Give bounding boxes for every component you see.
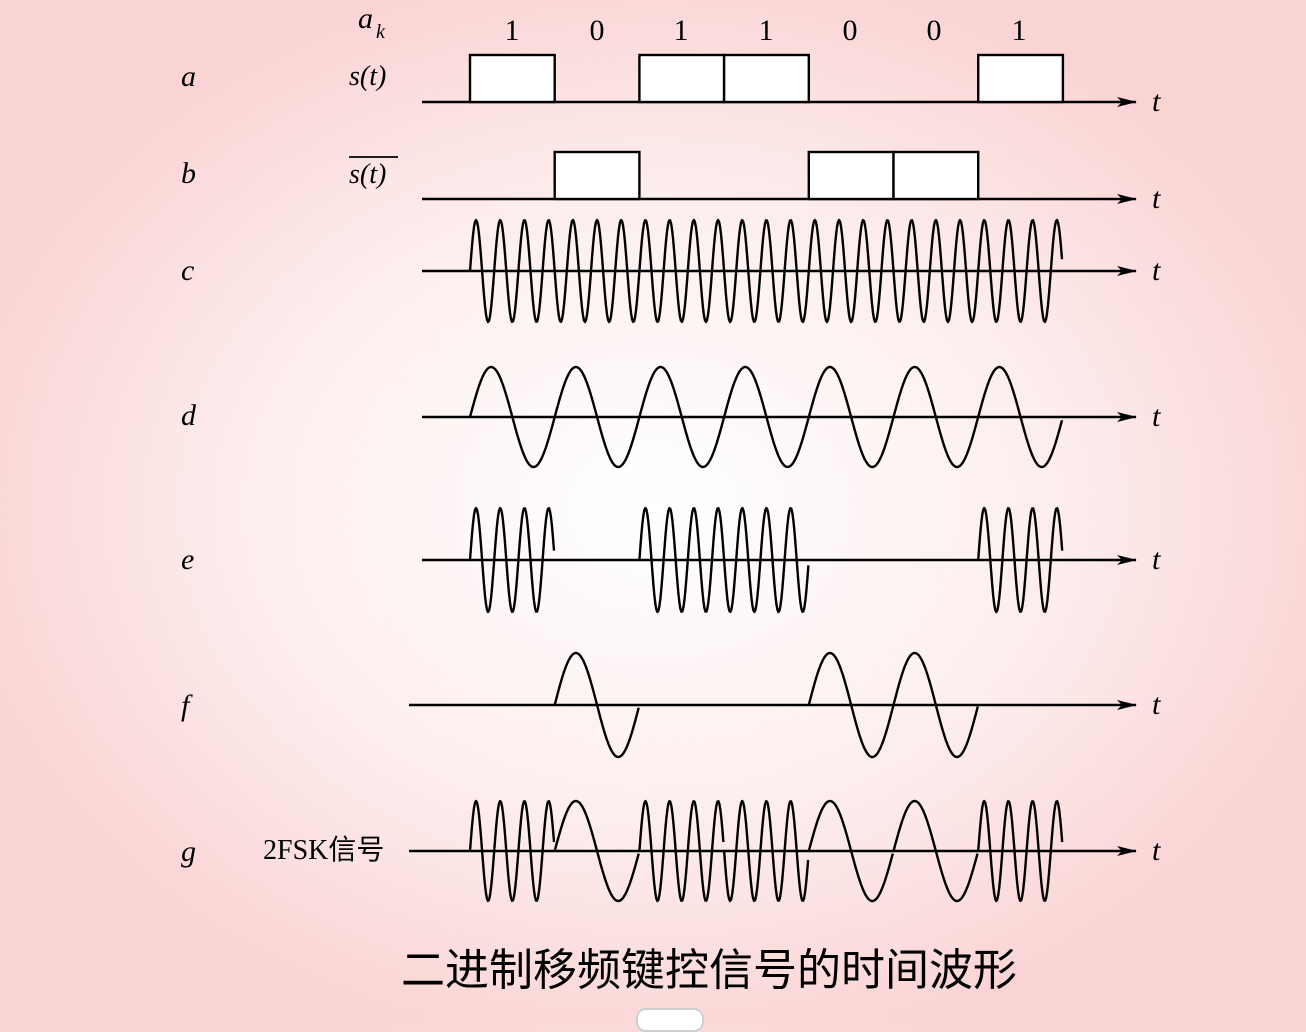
gated-wave-segment	[977, 506, 1064, 614]
axis-label-t: t	[1152, 688, 1161, 721]
pulse-rect	[638, 53, 726, 104]
fsk-bit-segment	[892, 799, 979, 903]
pulse-rect	[468, 53, 556, 104]
gated-wave-segment	[807, 651, 979, 759]
figure-caption: 二进制移频键控信号的时间波形	[401, 945, 1017, 996]
axis-label-t: t	[1152, 400, 1161, 433]
pulse-rect	[977, 53, 1065, 104]
bit-label: 0	[843, 14, 858, 47]
waveform-s-bar	[553, 150, 980, 201]
gated-wave-segment	[468, 506, 556, 614]
pulse-rect	[892, 150, 980, 201]
bit-label: 1	[1012, 14, 1027, 47]
bit-label: 1	[674, 14, 689, 47]
ak-subscript: k	[376, 21, 386, 43]
fsk-bit-segment	[807, 799, 894, 903]
waveform-carrier-f1	[468, 218, 1064, 324]
bit-label: 1	[505, 14, 520, 47]
axis-label-t: t	[1152, 85, 1161, 118]
pulse-rect	[807, 150, 895, 201]
axis-label-t: t	[1152, 254, 1161, 287]
row-label-e: e	[181, 543, 194, 576]
fsk-bit-segment	[468, 799, 556, 903]
bit-label: 1	[759, 14, 774, 47]
pulse-rect	[722, 53, 810, 104]
axis-label-t: t	[1152, 543, 1161, 576]
waveform-carrier-f2	[468, 365, 1064, 469]
axes	[409, 97, 1137, 856]
pulse-rect	[553, 150, 641, 201]
row-label-g: g	[181, 835, 196, 868]
bit-header: a k 1 0 1 1 0 0 1	[358, 2, 1027, 47]
fsk-bit-segment	[977, 799, 1064, 903]
fsk-bit-segment	[553, 799, 640, 903]
waveform-s	[468, 53, 1065, 104]
row-label-a: a	[181, 60, 196, 93]
fsk-bit-segment	[722, 799, 810, 903]
axis-label-t: t	[1152, 182, 1161, 215]
fsk-bit-segment	[638, 799, 725, 903]
axis-label-t: t	[1152, 834, 1161, 867]
waveform-s-times-f1	[468, 506, 1064, 614]
waveform-2fsk	[468, 799, 1064, 903]
gated-wave-segment	[638, 506, 810, 614]
gated-wave-segment	[553, 651, 640, 759]
waveform-sbar-times-f2	[553, 651, 979, 759]
row-label-b: b	[181, 157, 196, 190]
carrier-wave	[468, 365, 1064, 469]
signal-label-2fsk: 2FSK信号	[263, 834, 384, 866]
bit-label: 0	[927, 14, 942, 47]
scroll-handle[interactable]	[636, 1008, 704, 1032]
row-label-f: f	[181, 689, 193, 722]
row-label-d: d	[181, 399, 197, 432]
signal-label-s: s(t)	[349, 61, 386, 92]
row-label-c: c	[181, 254, 194, 287]
signal-label-s-bar: s(t)	[349, 159, 386, 190]
ak-label: a	[358, 2, 373, 35]
carrier-wave	[468, 218, 1064, 324]
bit-label: 0	[590, 14, 605, 47]
